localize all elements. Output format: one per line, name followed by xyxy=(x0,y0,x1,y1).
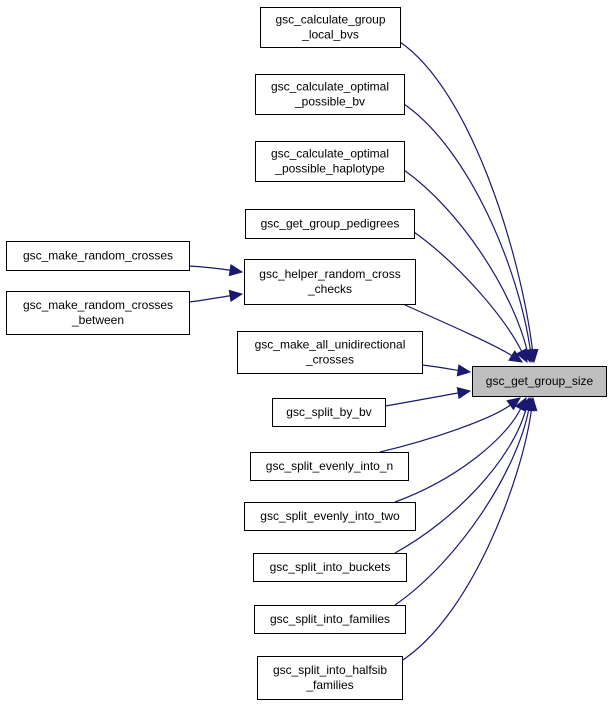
node-split-bv[interactable]: gsc_split_by_bv xyxy=(272,398,386,427)
node-label: gsc_split_by_bv xyxy=(286,405,371,419)
arrowhead-split_halfsib-to-target xyxy=(525,396,538,412)
arrowhead-make_random-to-helper_random xyxy=(228,264,244,277)
edge-make_random-to-helper_random xyxy=(188,265,231,271)
node-label: _possible_bv xyxy=(294,95,365,109)
edge-calc_opt_bv-to-target xyxy=(403,103,531,351)
node-box xyxy=(244,259,416,305)
node-label: gsc_split_evenly_into_n xyxy=(266,459,393,473)
node-label: gsc_calculate_group xyxy=(275,13,385,27)
edge-split_buckets-to-target xyxy=(394,409,527,554)
node-label: gsc_helper_random_cross xyxy=(259,267,400,281)
node-label: _local_bvs xyxy=(301,28,359,42)
node-box xyxy=(260,7,401,48)
edge-calc_local_bvs-to-target xyxy=(399,41,534,351)
node-split-halfsib[interactable]: gsc_split_into_halfsib_families xyxy=(257,656,403,700)
node-label: gsc_make_random_crosses xyxy=(23,249,173,263)
node-label: gsc_split_into_buckets xyxy=(270,560,391,574)
node-box xyxy=(272,398,386,427)
edges-layer xyxy=(188,41,539,664)
node-box xyxy=(6,291,190,335)
arrowhead-helper_random-to-target xyxy=(508,350,524,363)
node-split-families[interactable]: gsc_split_into_families xyxy=(254,605,406,634)
node-calc-opt-haplo[interactable]: gsc_calculate_optimal_possible_haplotype xyxy=(255,141,405,182)
node-make-random-between[interactable]: gsc_make_random_crosses_between xyxy=(6,291,190,335)
node-box xyxy=(6,241,190,271)
node-label: _between xyxy=(71,313,124,327)
node-label: gsc_split_into_families xyxy=(270,612,390,626)
arrowhead-split_bv-to-target xyxy=(456,386,472,400)
edge-split_two-to-target xyxy=(394,408,522,503)
node-label: gsc_get_group_pedigrees xyxy=(261,217,400,231)
node-split-two[interactable]: gsc_split_evenly_into_two xyxy=(244,502,416,531)
arrowhead-make_all_unidir-to-target xyxy=(456,364,472,377)
edge-split_families-to-target xyxy=(394,409,530,606)
node-label: gsc_split_into_halfsib xyxy=(273,663,387,677)
node-label: _families xyxy=(305,678,353,692)
node-box xyxy=(472,366,607,397)
node-box xyxy=(244,502,416,531)
node-calc-opt-bv[interactable]: gsc_calculate_optimal_possible_bv xyxy=(255,74,405,115)
arrowhead-get_pedigrees-to-target xyxy=(515,348,528,364)
node-helper-random[interactable]: gsc_helper_random_cross_checks xyxy=(244,259,416,305)
edge-make_random_between-to-helper_random xyxy=(188,295,231,303)
node-split-buckets[interactable]: gsc_split_into_buckets xyxy=(253,553,407,582)
arrowhead-make_random_between-to-helper_random xyxy=(228,289,244,302)
node-target[interactable]: gsc_get_group_size xyxy=(472,366,607,397)
node-label: gsc_make_random_crosses xyxy=(23,298,173,312)
edge-helper_random-to-target xyxy=(404,304,513,357)
edge-split_n-to-target xyxy=(379,404,511,453)
node-label: gsc_make_all_unidirectional xyxy=(255,338,406,352)
node-box xyxy=(255,74,405,115)
node-label: gsc_split_evenly_into_two xyxy=(260,509,400,523)
node-make-random[interactable]: gsc_make_random_crosses xyxy=(6,241,190,271)
node-label: gsc_get_group_size xyxy=(486,374,594,388)
node-box xyxy=(237,331,423,374)
node-label: gsc_calculate_optimal xyxy=(271,147,389,161)
node-label: _checks xyxy=(307,282,352,296)
node-box xyxy=(245,209,415,239)
node-box xyxy=(253,553,407,582)
arrowhead-split_n-to-target xyxy=(506,397,521,411)
node-box xyxy=(257,656,403,700)
node-make-all-unidir[interactable]: gsc_make_all_unidirectional_crosses xyxy=(237,331,423,374)
edge-split_halfsib-to-target xyxy=(397,409,532,664)
node-split-n[interactable]: gsc_split_evenly_into_n xyxy=(250,452,409,481)
edge-split_bv-to-target xyxy=(384,392,459,407)
nodes-layer: gsc_get_group_size gsc_calculate_group_lo… xyxy=(6,7,607,700)
edge-make_all_unidir-to-target xyxy=(421,364,459,372)
node-box xyxy=(250,452,409,481)
node-label: gsc_calculate_optimal xyxy=(271,80,389,94)
node-label: _possible_haplotype xyxy=(274,162,385,176)
node-box xyxy=(255,141,405,182)
node-get-pedigrees[interactable]: gsc_get_group_pedigrees xyxy=(245,209,415,239)
node-label: _crosses xyxy=(305,353,354,367)
node-box xyxy=(254,605,406,634)
edge-get_pedigrees-to-target xyxy=(413,231,523,352)
edge-calc_opt_haplo-to-target xyxy=(403,169,528,351)
node-calc-local-bvs[interactable]: gsc_calculate_group_local_bvs xyxy=(260,7,401,48)
